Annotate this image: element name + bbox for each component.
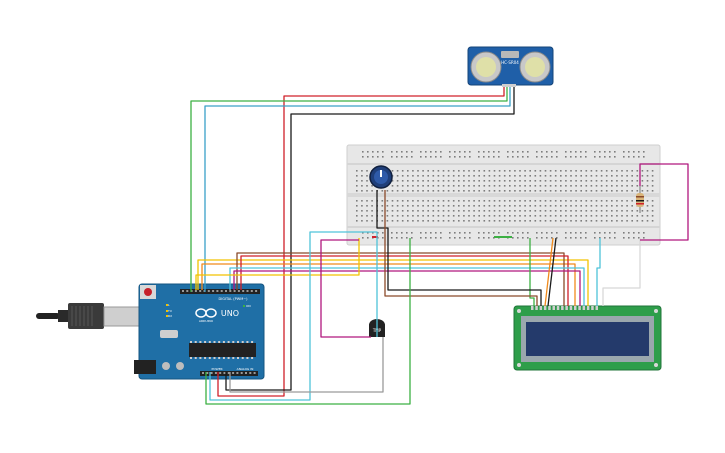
power-jack — [134, 360, 156, 374]
microcontroller-chip — [189, 343, 256, 357]
wire-bb-green — [529, 238, 535, 306]
wire-bb-orange — [544, 237, 554, 307]
reset-button[interactable] — [144, 288, 152, 296]
wire-bb-black — [547, 237, 557, 307]
usb-cable — [36, 303, 141, 329]
wire-temp-cyan — [209, 231, 378, 401]
wire-digital-red — [240, 255, 569, 306]
l-label: L — [168, 303, 170, 307]
maker-logo-text: ARDUINO — [199, 319, 214, 323]
potentiometer[interactable] — [369, 165, 393, 189]
breadboard-rail-marks — [372, 236, 512, 238]
lcd-screen — [526, 322, 649, 356]
digital-label: DIGITAL (PWM~) — [218, 297, 248, 301]
arduino-logo-icon — [195, 308, 217, 318]
wire-lcd-cyan — [596, 238, 601, 306]
breadboard-holes — [356, 151, 654, 239]
resistor[interactable] — [636, 186, 644, 213]
analog-label: ANALOG IN — [237, 367, 254, 371]
wire-pot-black — [376, 190, 542, 306]
power-header — [200, 371, 258, 376]
wire-ultrasonic-trig — [190, 87, 508, 292]
lcd-display[interactable] — [513, 305, 662, 371]
wire-lcd-white — [602, 238, 641, 306]
wire-ultrasonic-gnd — [225, 87, 515, 391]
chip-pins — [190, 341, 254, 359]
wire-bb-yellow — [195, 238, 360, 290]
wires — [190, 87, 689, 405]
power-label: POWER — [211, 367, 222, 371]
wire-temp-gray — [229, 337, 384, 393]
lcd-pin-header — [531, 306, 598, 310]
breadboard[interactable] — [346, 144, 661, 246]
wire-ultrasonic-echo — [204, 87, 511, 292]
rx-label: RX — [168, 314, 172, 318]
arduino-uno-board[interactable]: DIGITAL (PWM~) UNO ARDUINO L TX RX ON PO… — [134, 283, 265, 380]
wire-pot-brown — [384, 190, 538, 306]
digital-header — [180, 289, 260, 294]
wire-temp-magenta — [320, 239, 371, 338]
wire-digital-brown — [236, 252, 565, 306]
wire-resistor-magenta — [639, 163, 689, 241]
wire-digital-magenta — [233, 270, 581, 306]
on-label: ON — [246, 304, 251, 308]
wire-green-ground — [205, 238, 411, 405]
wire-digital-cyan — [229, 267, 585, 306]
wire-ultrasonic-vcc — [217, 87, 505, 397]
ultrasonic-pins — [502, 84, 516, 87]
ultrasonic-model-label: HC-SR04 — [501, 60, 519, 65]
board-brand: UNO — [221, 309, 239, 318]
ultrasonic-sensor[interactable]: HC-SR04 — [467, 46, 554, 87]
tx-label: TX — [167, 309, 172, 313]
